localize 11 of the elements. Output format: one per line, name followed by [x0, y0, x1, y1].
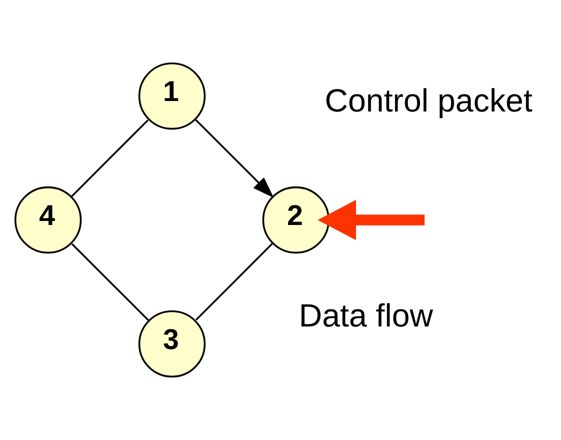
node-circle: 4	[14, 186, 82, 254]
node-circle: 1	[138, 62, 206, 130]
connector	[70, 119, 149, 198]
arrow	[318, 200, 425, 240]
connector	[71, 243, 150, 322]
label: Control packet	[324, 82, 532, 119]
label: Data flow	[298, 297, 434, 334]
node-circle: 3	[138, 310, 206, 378]
connector	[195, 242, 274, 321]
node-circle: 2	[262, 186, 330, 254]
arrow	[194, 118, 274, 198]
